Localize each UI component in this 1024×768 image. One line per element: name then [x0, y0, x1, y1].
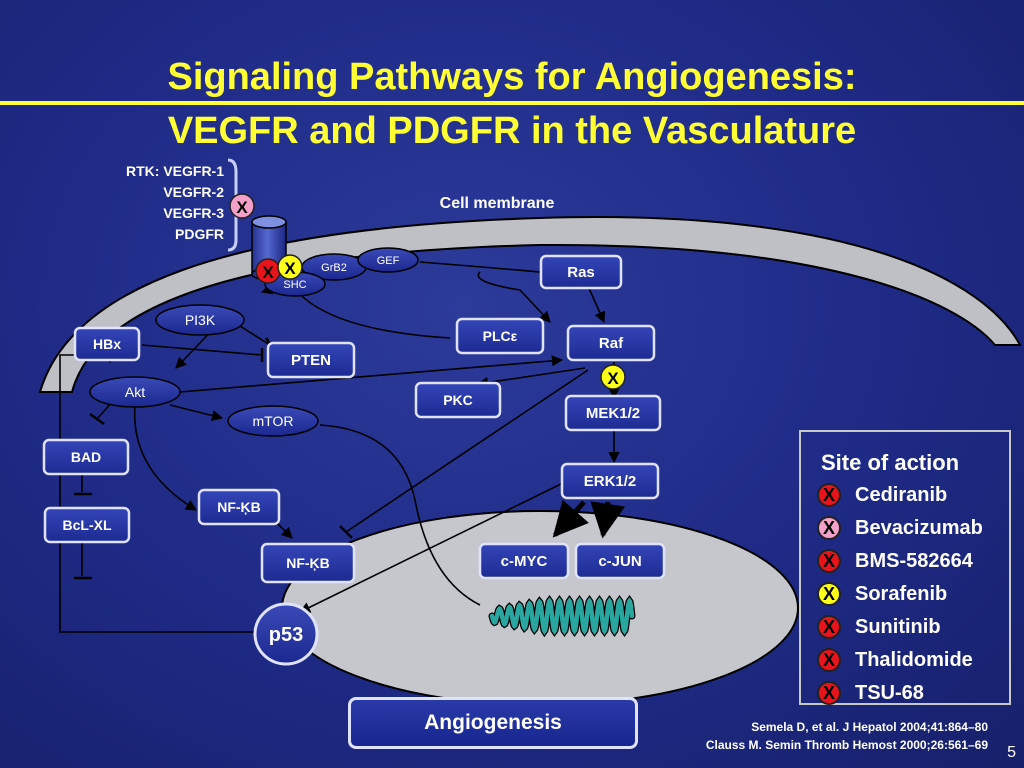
x-mark-icon: X	[817, 549, 841, 573]
svg-text:PTEN: PTEN	[291, 352, 331, 369]
legend-item: X Thalidomide	[817, 645, 973, 675]
svg-text:PLCε: PLCε	[483, 328, 518, 344]
legend-title: Site of action	[821, 450, 960, 475]
node-p53: p53	[253, 602, 319, 666]
legend-drug-name: Bevacizumab	[855, 516, 983, 539]
node-ras: Ras	[539, 254, 623, 290]
node-pkc: PKC	[414, 381, 502, 419]
legend-item: X BMS-582664	[817, 546, 973, 576]
x-mark-icon: X	[817, 648, 841, 672]
svg-text:X: X	[236, 198, 248, 217]
svg-text:c-MYC: c-MYC	[501, 553, 548, 570]
svg-text:GEF: GEF	[377, 255, 400, 267]
node-nfkb-nucleus: NF-ĶB	[260, 542, 356, 584]
svg-text:SHC: SHC	[283, 279, 306, 291]
svg-text:ERK1/2: ERK1/2	[584, 473, 637, 490]
citation-2: Clauss M. Semin Thromb Hemost 2000;26:56…	[705, 738, 988, 752]
x-mark-icon: X	[817, 516, 841, 540]
legend-drug-name: Sunitinib	[855, 615, 941, 638]
svg-text:Ras: Ras	[567, 264, 595, 281]
node-raf: Raf	[566, 324, 656, 362]
node-pi3k: PI3K	[155, 304, 245, 336]
angiogenesis-output-box: Angiogenesis	[348, 697, 638, 749]
svg-text:NF-ĶB: NF-ĶB	[286, 555, 330, 571]
svg-text:BAD: BAD	[71, 449, 101, 465]
legend-drug-name: Cediranib	[855, 483, 948, 506]
legend-item: X Sunitinib	[817, 612, 941, 642]
svg-text:NF-ĶB: NF-ĶB	[217, 499, 261, 515]
legend-drug-name: Sorafenib	[855, 582, 948, 605]
node-bclxl: BcL-XL	[43, 506, 131, 544]
svg-text:Raf: Raf	[599, 335, 624, 352]
dna-helix-strand	[489, 597, 635, 636]
legend-drug-name: BMS-582664	[855, 549, 973, 572]
citation-1: Semela D, et al. J Hepatol 2004;41:864–8…	[751, 720, 988, 734]
svg-text:PI3K: PI3K	[185, 312, 216, 328]
page-number: 5	[1007, 744, 1016, 761]
svg-text:HBx: HBx	[93, 336, 121, 352]
node-c-jun: c-JUN	[574, 542, 666, 580]
svg-text:MEK1/2: MEK1/2	[586, 405, 640, 422]
svg-text:GrB2: GrB2	[321, 262, 347, 274]
inhibitor-mark-bevacizumab: X	[229, 193, 255, 219]
x-mark-icon: X	[817, 615, 841, 639]
title-underline	[0, 101, 1024, 105]
slide-title-line-2: VEGFR and PDGFR in the Vasculature	[167, 110, 857, 152]
legend-drug-name: TSU-68	[855, 681, 924, 704]
pathway-connections	[59, 261, 620, 633]
svg-text:c-JUN: c-JUN	[598, 553, 641, 570]
svg-text:PKC: PKC	[443, 392, 473, 408]
svg-text:PDGFR: PDGFR	[175, 226, 224, 242]
x-mark-icon: X	[817, 681, 841, 705]
x-mark-icon: X	[817, 483, 841, 507]
legend-item: X Cediranib	[817, 480, 947, 510]
node-shc: SHC	[264, 271, 326, 297]
inhibitor-mark-sorafenib-receptor: X	[277, 254, 303, 280]
node-bad: BAD	[42, 438, 130, 476]
cell-membrane-label: Cell membrane	[440, 195, 555, 212]
node-c-myc: c-MYC	[478, 542, 570, 580]
svg-text:X: X	[284, 259, 296, 278]
svg-text:X: X	[262, 263, 274, 282]
node-gef: GEF	[357, 247, 419, 273]
inhibitor-mark-sorafenib-raf: X	[600, 364, 626, 390]
node-hbx: HBx	[73, 326, 141, 362]
svg-text:X: X	[607, 369, 619, 388]
svg-text:VEGFR-3: VEGFR-3	[163, 205, 224, 221]
legend-drug-name: Thalidomide	[855, 648, 973, 671]
node-nfkb-cytoplasm: NF-ĶB	[197, 488, 281, 526]
node-mek: MEK1/2	[564, 394, 662, 432]
node-pten: PTEN	[266, 341, 356, 379]
cell-membrane	[38, 216, 1022, 393]
node-mtor: mTOR	[227, 405, 319, 437]
slide-title-line-1: Signaling Pathways for Angiogenesis:	[167, 56, 857, 98]
svg-text:VEGFR-2: VEGFR-2	[163, 184, 224, 200]
svg-text:Akt: Akt	[125, 384, 145, 400]
svg-text:RTK: VEGFR-1: RTK: VEGFR-1	[126, 163, 224, 179]
legend-item: X Bevacizumab	[817, 513, 983, 543]
x-mark-icon: X	[817, 582, 841, 606]
node-erk: ERK1/2	[560, 462, 660, 500]
erk-output-arrows	[552, 499, 626, 539]
legend-item: X Sorafenib	[817, 579, 947, 609]
svg-text:BcL-XL: BcL-XL	[63, 517, 112, 533]
rtk-labels: RTK: VEGFR-1 VEGFR-2 VEGFR-3 PDGFR	[126, 163, 224, 242]
legend-item: X TSU-68	[817, 678, 924, 708]
svg-text:mTOR: mTOR	[253, 413, 294, 429]
inhibitor-mark-red-receptor: X	[255, 258, 281, 284]
node-plce: PLCε	[455, 317, 545, 355]
node-grb2: GrB2	[301, 253, 367, 281]
svg-text:p53: p53	[269, 624, 303, 646]
node-akt: Akt	[89, 376, 181, 408]
